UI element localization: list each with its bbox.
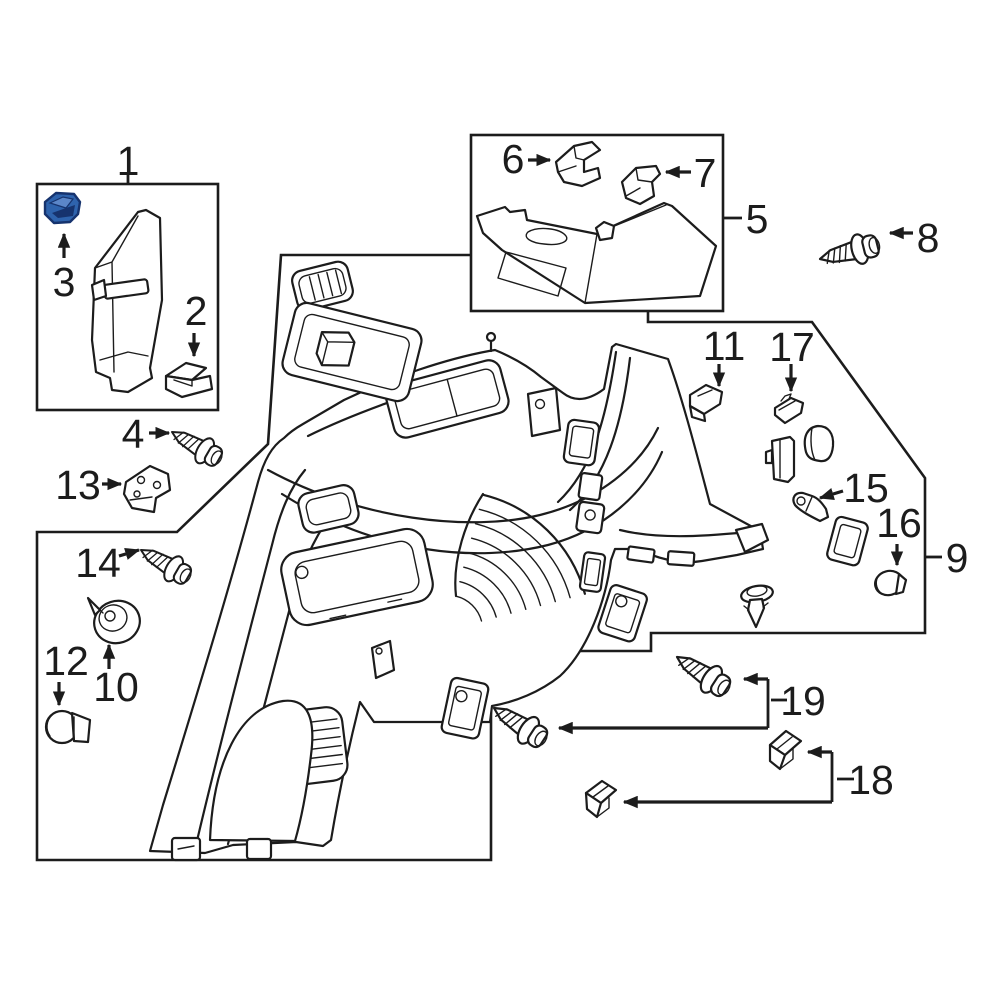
callout-14-arrow: [118, 547, 141, 560]
callout-7: 7: [664, 150, 717, 196]
panel-foot-plate-1: [170, 836, 202, 862]
callout-5: 5: [724, 196, 768, 242]
part-13-bracket: [122, 464, 172, 514]
part-3-highlighted-clip: [43, 191, 82, 225]
part-16-grommet: [874, 569, 908, 597]
callout-6: 6: [502, 136, 552, 182]
callout-12-label: 12: [43, 638, 89, 684]
panel-cutout: [370, 639, 396, 680]
part-6-clip: [554, 140, 602, 188]
part-8-screw: [815, 228, 884, 275]
switch-bezel: [281, 301, 423, 403]
panel-tray-bezel: [280, 527, 434, 627]
callout-2: 2: [185, 288, 208, 358]
part-clip-a: [764, 435, 796, 484]
callout-11-label: 11: [703, 323, 746, 369]
panel-switch-pocket: [384, 359, 510, 439]
vent-grille: [291, 260, 354, 312]
callout-14: 14: [75, 540, 141, 586]
callout-16-label: 16: [876, 500, 922, 546]
fasteners: [44, 228, 884, 819]
panel-foot-tab-1: [626, 545, 656, 564]
callout-10-label: 10: [93, 664, 139, 710]
part-1-tab: [90, 278, 108, 302]
part-14-screw: [133, 537, 198, 592]
part-5-center-clip: [594, 220, 616, 242]
callout-12: 12: [43, 638, 89, 707]
part-bezel-e: [597, 584, 648, 643]
part-11-clip: [688, 383, 724, 423]
box5-contents: [475, 140, 718, 305]
part-15-clip: [792, 491, 830, 523]
callout-6-label: 6: [502, 136, 525, 182]
panel-foot-bracket: [734, 522, 770, 554]
panel-foot-tab-2: [666, 550, 696, 567]
group-box-5: [469, 133, 725, 313]
callout-19: 19: [557, 672, 826, 735]
callouts: 1 2 3 4 5 6 7 8: [43, 136, 968, 809]
panel-side-bezel-frame: [562, 418, 601, 467]
part-17-bracket: [773, 393, 805, 425]
box9-contents: [688, 383, 908, 629]
part-18a-clip: [768, 729, 803, 771]
callout-13: 13: [55, 462, 123, 508]
callout-3-label: 3: [53, 259, 76, 305]
box1-contents: [43, 191, 214, 399]
part-bezel-c: [826, 515, 869, 567]
callout-8: 8: [888, 215, 940, 261]
callout-4: 4: [122, 411, 171, 457]
panel-small-pocket: [297, 484, 360, 534]
callout-13-label: 13: [55, 462, 101, 508]
panel-speaker-grille: [454, 492, 586, 622]
panel-armrest-sweep-2: [280, 450, 664, 555]
callout-17-label: 17: [769, 324, 815, 370]
callout-2-label: 2: [185, 288, 208, 334]
callout-3: 3: [53, 232, 76, 305]
callout-7-label: 7: [694, 150, 717, 196]
callout-15-arrow: [818, 488, 844, 500]
callout-18-label: 18: [848, 757, 894, 803]
part-18b-clip: [584, 779, 618, 819]
callout-16: 16: [876, 500, 922, 567]
callout-9-label: 9: [946, 535, 969, 581]
callout-11: 11: [703, 323, 746, 388]
callout-19-label: 19: [780, 678, 826, 724]
callout-15-label: 15: [843, 465, 889, 511]
callout-17: 17: [769, 324, 815, 393]
panel-cutout-hole: [375, 647, 383, 655]
callout-8-label: 8: [917, 215, 940, 261]
part-19a-screw: [667, 643, 738, 704]
panel-peak-pin-head: [485, 331, 497, 343]
lower-bezels: [440, 584, 648, 740]
callout-18: 18: [622, 745, 894, 809]
floating-bezels: [281, 260, 423, 403]
panel-side-tab: [578, 551, 607, 593]
part-7-clip: [620, 164, 662, 206]
panel-side-socket: [575, 500, 606, 535]
part-wedge-b: [803, 424, 835, 463]
part-5-trim: [475, 201, 718, 305]
part-1-trim: [90, 208, 164, 394]
panel-foot-plate-2: [245, 837, 273, 861]
callout-5-label: 5: [746, 196, 769, 242]
part-12-cap: [44, 709, 92, 745]
callout-1: 1: [117, 138, 140, 184]
part-4-screw: [164, 419, 229, 474]
callout-14-label: 14: [75, 540, 121, 586]
callout-15: 15: [818, 465, 889, 511]
callout-10: 10: [93, 643, 139, 710]
part-bezel-f: [440, 676, 490, 740]
callout-9: 9: [926, 535, 968, 581]
part-10-pushpin: [86, 596, 141, 645]
part-2-bracket: [164, 361, 214, 399]
main-panel-illustration: [148, 331, 770, 862]
panel-wheel-arch: [208, 699, 314, 843]
part-pushpin-d: [740, 584, 774, 629]
panel-side-slot: [577, 472, 604, 502]
callout-4-label: 4: [122, 411, 145, 457]
panel-side-plate: [526, 386, 562, 438]
callout-1-label: 1: [117, 138, 140, 184]
